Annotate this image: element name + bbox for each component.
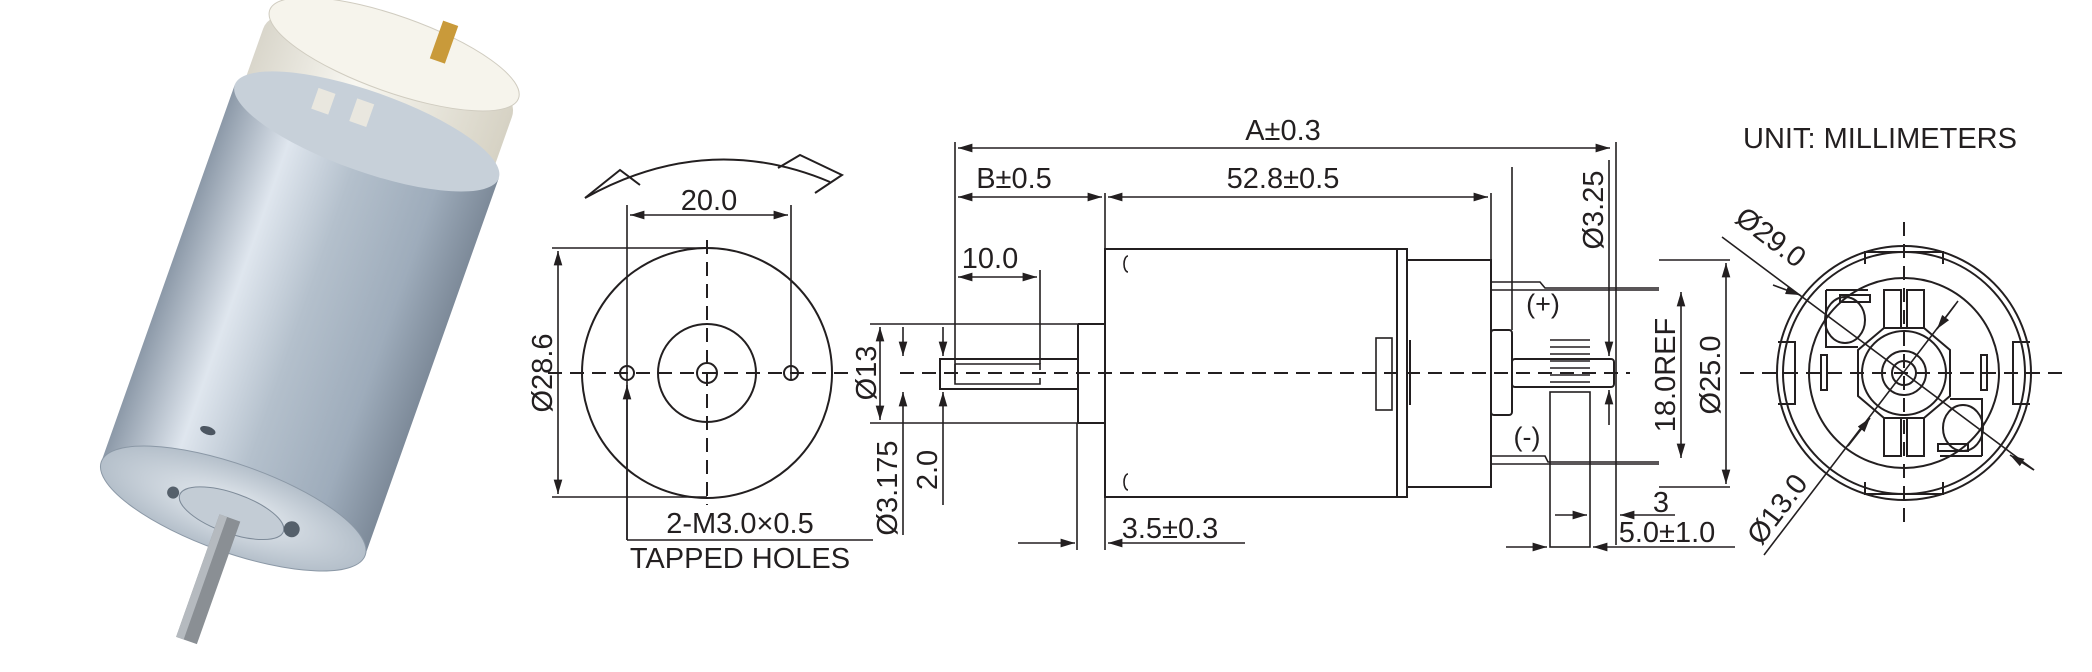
outer-diameter-label: Ø29.0 <box>1729 201 1811 274</box>
flat-depth-label: 2.0 <box>912 450 944 490</box>
terminal-length-label: 5.0±1.0 <box>1619 517 1716 549</box>
shaft-length-label: B±0.5 <box>976 163 1052 195</box>
endcap-diameter-label: Ø25.0 <box>1695 336 1727 415</box>
metal-housing <box>101 84 499 556</box>
flange-diameter-label: Ø13 <box>851 346 883 401</box>
side-view: A±0.3 B±0.5 52.8±0.5 10.0 Ø13 Ø3.175 2.0… <box>851 115 1735 552</box>
positive-terminal-label: (+) <box>1526 289 1560 319</box>
shaft-diameter-label: Ø3.175 <box>872 440 904 535</box>
brass-terminal <box>429 20 459 64</box>
hub-diameter-label: Ø13.0 <box>1741 468 1814 550</box>
overall-length-label: A±0.3 <box>1245 115 1321 147</box>
tapped-holes-label: TAPPED HOLES <box>630 543 850 575</box>
motor-photo <box>99 0 520 645</box>
flange-height-label: 3.5±0.3 <box>1122 513 1219 545</box>
commutator-marks <box>1550 339 1590 383</box>
rear-shaft-diameter-label: Ø3.25 <box>1578 171 1610 250</box>
front-view: 20.0 Ø28.6 2-M3.0×0.5 TAPPED HOLES <box>527 153 873 575</box>
body-diameter-label: Ø28.6 <box>527 334 559 413</box>
terminal-spacing-label: 18.0REF <box>1650 318 1682 432</box>
unit-label: UNIT: MILLIMETERS <box>1743 123 2017 155</box>
tapped-holes-spec: 2-M3.0×0.5 <box>666 508 814 540</box>
terminal-width-label: 3 <box>1653 487 1669 519</box>
flat-length-label: 10.0 <box>962 243 1018 275</box>
body-length-label: 52.8±0.5 <box>1227 163 1340 195</box>
hole-spacing-label: 20.0 <box>681 185 737 217</box>
negative-terminal-label: (-) <box>1514 422 1541 452</box>
rear-view: UNIT: MILLIMETERS Ø29.0 Ø13.0 <box>1721 123 2070 556</box>
